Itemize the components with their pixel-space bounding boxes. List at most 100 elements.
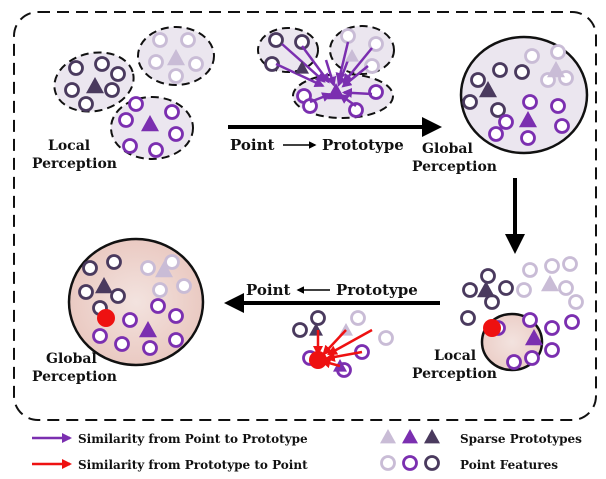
local-cluster-bottom-right [460,256,584,372]
point-feature [110,66,126,82]
prototype-triangle [295,61,309,74]
point-feature [188,56,204,72]
legend-purple-label: Similarity from Point to Prototype [78,432,308,446]
point-feature [292,322,308,338]
prototype-to-point-group [292,310,394,378]
point-feature [164,254,180,270]
point-feature [122,138,138,154]
prototype-triangle [402,429,418,444]
global-perception-2-line-1: Global [46,351,97,367]
point-feature [148,54,164,70]
red-query-point [309,351,327,369]
point-feature [480,268,496,284]
prototype-triangle [95,277,113,294]
prototype-triangle [479,81,497,98]
point-feature [348,102,364,118]
point-feature [122,312,138,328]
point-feature [180,32,196,48]
point-feature [168,332,184,348]
prototype-triangle [525,329,543,346]
point-feature [110,288,126,304]
point-feature [106,254,122,270]
point-feature [94,56,110,72]
local-cluster-top-left [53,26,215,160]
legend-red-label: Similarity from Prototype to Point [78,458,308,472]
prototype-triangle [167,49,185,66]
point-group-top-center [264,28,384,118]
point-feature [402,455,418,471]
point-feature [294,34,310,50]
point-feature [522,312,538,328]
point-to-prototype-cluster [257,25,395,119]
similarity-arrow [341,87,373,98]
legend-symbols [380,429,440,471]
point-feature [484,294,500,310]
point-group-top-left [64,32,204,158]
point-feature [550,44,566,60]
prototype-triangle [139,321,157,338]
similarity-arrow [341,65,369,88]
point-feature [492,62,508,78]
point-feature [364,58,380,74]
point-feature [522,262,538,278]
prototype-triangle [86,77,104,94]
point-feature [150,298,166,314]
point-feature [164,104,180,120]
point-feature [558,280,574,296]
global-cluster-top-right [459,35,589,155]
global-perception-2-line-2: Perception [32,369,117,385]
local-perception-1-line-2: Perception [32,156,117,172]
point-feature [380,455,396,471]
point-feature [462,94,478,110]
point-feature [544,258,560,274]
point-feature [104,82,120,98]
point-group-bottom-right [460,256,584,370]
point-feature [488,126,504,142]
point-feature [168,126,184,142]
legend-features-label: Point Features [460,458,558,472]
point-feature [68,60,84,76]
label-prototype-bottom: Prototype [336,281,418,299]
cluster-light-2 [329,25,395,75]
point-feature [490,102,506,118]
point-feature [114,336,130,352]
point-feature [340,28,356,44]
outer-dashed-frame [13,11,597,421]
point-feature [148,142,164,158]
point-feature [368,36,384,52]
prototype-triangle [309,323,323,336]
point-feature [302,98,318,114]
point-feature [568,294,584,310]
label-prototype-top: Prototype [322,136,404,154]
similarity-arrow [336,59,350,87]
point-feature [310,310,326,326]
label-point-bottom: Point [246,281,290,299]
point-feature [350,310,366,326]
point-feature [516,282,532,298]
legend: Similarity from Point to Prototype Simil… [32,429,582,472]
point-feature [498,114,514,130]
point-feature [118,112,134,128]
prototype-triangle [141,115,159,132]
point-feature [554,118,570,134]
red-query-point [483,319,501,337]
point-feature [470,72,486,88]
global-cluster-bottom-left [67,237,205,367]
point-feature [562,256,578,272]
prototype-triangle [519,111,537,128]
prototype-triangle [547,61,565,78]
local-perception-label-2: Local Perception [412,348,497,382]
global-circle-2 [67,237,205,367]
point-feature [520,130,536,146]
point-feature [140,260,156,276]
point-feature [544,342,560,358]
point-feature [268,32,284,48]
red-query-point [97,309,115,327]
point-feature [522,94,538,110]
label-point-top: Point [230,136,274,154]
point-feature [424,455,440,471]
point-feature [524,48,540,64]
global-perception-label-2: Global Perception [32,351,117,385]
similarity-arrow [275,62,325,87]
